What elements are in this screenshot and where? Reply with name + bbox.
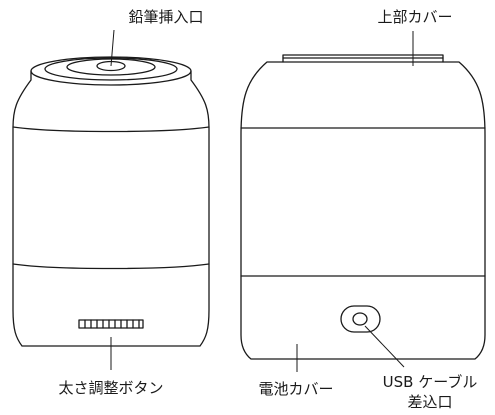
sharpener-back-view (240, 54, 486, 360)
label-usb-port-line2: 差込口 (407, 393, 452, 411)
label-top-cover: 上部カバー (377, 8, 452, 26)
label-pencil-inlet: 鉛筆挿入口 (128, 8, 203, 26)
back-body-outline (240, 61, 486, 360)
usb-port-outer (340, 305, 381, 333)
front-body-outline (12, 70, 210, 347)
label-battery-cover: 電池カバー (258, 380, 333, 398)
front-lower-band-line (12, 263, 210, 270)
top-recess (66, 58, 156, 76)
sharpener-front-view (12, 56, 210, 347)
thickness-button (78, 319, 144, 329)
usb-port-inner (352, 312, 368, 326)
label-usb-port-line1: USB ケーブル (383, 373, 478, 391)
front-upper-band-line (12, 126, 210, 133)
leader-pencil-inlet (110, 29, 115, 67)
leader-usb-port (364, 325, 405, 368)
label-thickness-button: 太さ調整ボタン (58, 379, 163, 397)
top-inner-rim (44, 57, 178, 81)
